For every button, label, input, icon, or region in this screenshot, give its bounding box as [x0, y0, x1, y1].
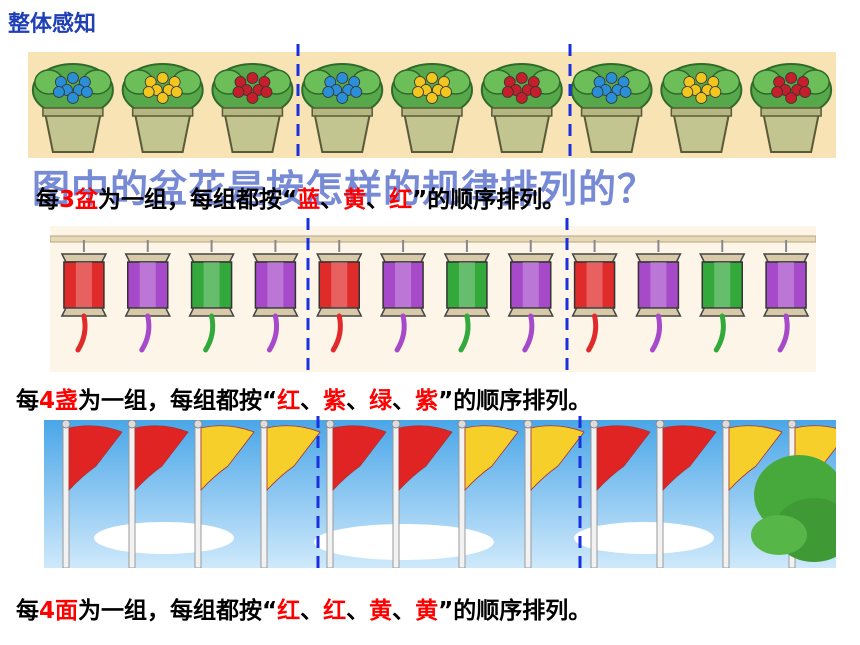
flag [61, 420, 123, 568]
flower-sentence-prefix: 每 [36, 187, 59, 213]
flower-sentence-suffix: ”的顺序排列。 [412, 187, 566, 213]
flag-sep-2: 、 [346, 598, 370, 624]
lantern-color-2: 紫 [323, 388, 347, 414]
flag [391, 420, 453, 568]
flower-pot-strip [28, 52, 836, 158]
lantern [60, 240, 108, 353]
flag-sentence-middle: 为一组，每组都按“ [78, 598, 278, 624]
lantern [316, 240, 363, 353]
flower-sentence-middle: 为一组，每组都按“ [98, 187, 298, 213]
flower-group-count: 3盆 [59, 187, 99, 213]
lanterns-illustration [50, 226, 816, 372]
lantern [443, 240, 491, 353]
flag [127, 420, 189, 568]
flower-pots-illustration [28, 52, 836, 158]
tree [751, 455, 836, 562]
flower-color-3: 红 [389, 187, 413, 213]
flag [259, 420, 321, 568]
flag-strip [44, 420, 836, 568]
slide-title: 整体感知 [8, 12, 97, 37]
flower-color-2: 黄 [343, 187, 367, 213]
lantern [124, 240, 171, 353]
flag-color-2: 红 [323, 598, 347, 624]
flag [457, 420, 519, 568]
flower-pot [750, 63, 833, 153]
lantern [699, 240, 746, 353]
lantern-pattern-sentence: 每4盏为一组，每组都按“红、紫、绿、紫”的顺序排列。 [16, 381, 591, 415]
flower-pot [211, 63, 294, 153]
flags-illustration [44, 420, 836, 568]
flower-pot [480, 63, 563, 153]
lantern [507, 240, 554, 353]
flag [325, 420, 387, 568]
flower-pot [660, 63, 743, 153]
flag-sep-3: 、 [392, 598, 416, 624]
lantern [571, 240, 618, 353]
lantern-sentence-suffix: ”的顺序排列。 [438, 388, 592, 414]
flag-pattern-sentence: 每4面为一组，每组都按“红、红、黄、黄”的顺序排列。 [16, 591, 591, 625]
lantern-color-4: 紫 [415, 388, 439, 414]
lantern [188, 240, 235, 353]
lantern-strip-background [50, 226, 816, 372]
flag-sentence-prefix: 每 [16, 598, 39, 624]
lantern-strip [50, 226, 816, 372]
lantern-sep-1: 、 [300, 388, 324, 414]
lantern [635, 240, 682, 353]
flag [721, 420, 783, 568]
flower-pattern-sentence: 每3盆为一组，每组都按“蓝、黄、红”的顺序排列。 [36, 180, 565, 214]
flag-sentence-suffix: ”的顺序排列。 [438, 598, 592, 624]
flower-pot [121, 63, 204, 153]
lantern-sentence-middle: 为一组，每组都按“ [78, 388, 278, 414]
flower-sep-2: 、 [366, 187, 390, 213]
lantern [762, 240, 810, 353]
flag-color-1: 红 [277, 598, 301, 624]
flower-sep-1: 、 [320, 187, 344, 213]
flag-color-3: 黄 [369, 598, 393, 624]
flag-color-4: 黄 [415, 598, 439, 624]
lantern-sep-3: 、 [392, 388, 416, 414]
flag-group-count: 4面 [39, 598, 79, 624]
flag [193, 420, 255, 568]
flower-color-1: 蓝 [297, 187, 321, 213]
lantern-color-1: 红 [277, 388, 301, 414]
flag [523, 420, 585, 568]
flag [655, 420, 717, 568]
flower-pot [301, 63, 384, 153]
question-text: 图中的盆花是按怎样的规律排列的？ [32, 167, 657, 211]
lantern-sentence-prefix: 每 [16, 388, 39, 414]
lantern-sep-2: 、 [346, 388, 370, 414]
lantern-color-3: 绿 [369, 388, 393, 414]
flower-pot [570, 63, 653, 153]
flower-pot [391, 63, 473, 153]
lantern [252, 240, 299, 353]
flag-sep-1: 、 [300, 598, 324, 624]
flower-pot [31, 63, 114, 153]
flag [589, 420, 651, 568]
lantern-group-count: 4盏 [39, 388, 79, 414]
lantern [379, 240, 427, 353]
